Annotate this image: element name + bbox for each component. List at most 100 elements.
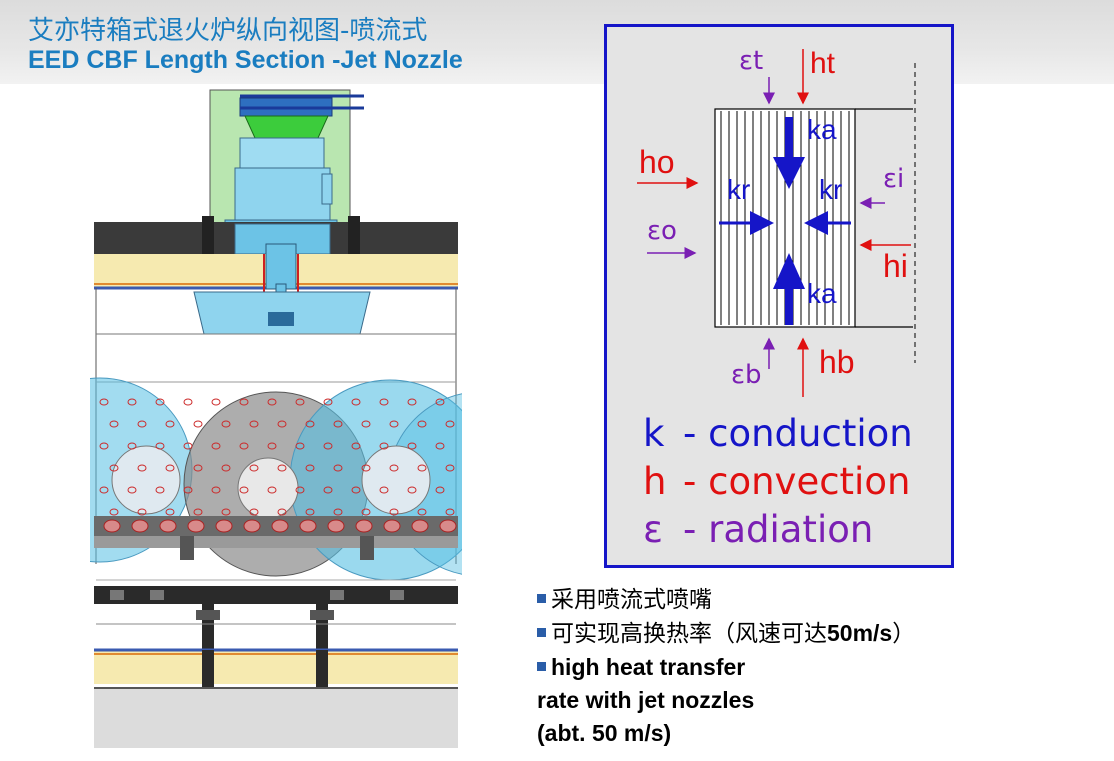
nozzle-dot xyxy=(351,398,361,406)
label-k-axial-bottom: ka xyxy=(807,278,837,309)
motor-body xyxy=(239,137,325,169)
label-eps-outer: εo xyxy=(647,216,677,246)
nozzle-dot xyxy=(351,442,361,450)
label-h-outer: ho xyxy=(639,144,675,180)
nozzle-dot xyxy=(267,442,277,450)
page-title-english: EED CBF Length Section -Jet Nozzle xyxy=(28,46,463,74)
bullet-square-icon xyxy=(537,594,546,603)
nozzle-dot xyxy=(221,420,231,428)
nozzle-dot xyxy=(109,508,119,516)
nozzle-dot xyxy=(295,398,305,406)
nozzle-dot xyxy=(445,464,455,472)
hearth-roller xyxy=(383,519,401,533)
nozzle-dot xyxy=(389,508,399,516)
nozzle-dot xyxy=(155,486,165,494)
nozzle-dot xyxy=(221,508,231,516)
nozzle-dot xyxy=(351,486,361,494)
nozzle-dot xyxy=(137,420,147,428)
legend-convection-symbol: h xyxy=(643,460,667,503)
nozzle-dot xyxy=(361,464,371,472)
hearth-roller xyxy=(103,519,121,533)
nozzle-dot xyxy=(323,486,333,494)
page-title-chinese: 艾亦特箱式退火炉纵向视图-喷流式 xyxy=(28,16,428,46)
nozzle-dot xyxy=(155,442,165,450)
bullet-item: high heat transfer xyxy=(537,651,1007,684)
hearth-roller xyxy=(439,519,457,533)
nozzle-dot xyxy=(193,508,203,516)
furnace-section-diagram xyxy=(90,89,462,748)
coil-bore xyxy=(361,445,431,515)
label-k-axial-top: ka xyxy=(807,114,837,145)
nozzle-dot xyxy=(239,442,249,450)
nozzle-dot xyxy=(127,398,137,406)
bullet-text-en-line3: (abt. 50 m/s) xyxy=(537,720,672,746)
heat-model-diagram: εt ht ho εo εi hi εb hb ka ka kr kr xyxy=(637,46,916,397)
bullet-text-en-line2: rate with jet nozzles xyxy=(537,687,755,713)
nozzle-dot xyxy=(323,398,333,406)
bullet-square-icon xyxy=(537,662,546,671)
legend-conduction: k - conduction xyxy=(643,412,913,455)
nozzle-dot xyxy=(305,464,315,472)
label-h-bottom: hb xyxy=(819,344,855,380)
legend-radiation-symbol: ε xyxy=(643,508,663,551)
floor-insulation xyxy=(94,650,458,684)
nozzle-dot xyxy=(277,508,287,516)
arrow-k-axial-bottom xyxy=(773,253,805,289)
nozzle-dot xyxy=(305,508,315,516)
label-k-radial-right: kr xyxy=(819,174,842,205)
coil-group xyxy=(90,377,462,581)
nozzle-dot xyxy=(249,420,259,428)
nozzle-dot xyxy=(165,420,175,428)
nozzle-dot xyxy=(239,486,249,494)
legend-radiation-text: - radiation xyxy=(683,508,874,551)
nozzle-dot xyxy=(407,486,417,494)
foundation xyxy=(94,688,458,748)
nozzle-dot xyxy=(183,486,193,494)
nozzle-dot xyxy=(193,464,203,472)
arrow-k-axial-top xyxy=(773,157,805,189)
hearth-roller xyxy=(187,519,205,533)
nozzle-dot xyxy=(127,486,137,494)
nozzle-dot xyxy=(277,464,287,472)
nozzle-dot xyxy=(379,486,389,494)
nozzle-dot xyxy=(277,420,287,428)
label-eps-bottom: εb xyxy=(731,360,762,390)
floor-beam xyxy=(94,586,458,604)
nozzle-dot xyxy=(445,508,455,516)
hearth-roller xyxy=(411,519,429,533)
legend-convection: h- convection xyxy=(643,460,910,503)
nozzle-dot xyxy=(305,420,315,428)
nozzle-dot xyxy=(137,464,147,472)
nozzle-dot xyxy=(333,508,343,516)
bullet-item: 可实现高换热率（风速可达50m/s） xyxy=(537,617,1007,651)
nozzle-dot xyxy=(193,420,203,428)
nozzle-dot xyxy=(435,442,445,450)
nozzle-dot xyxy=(221,464,231,472)
hearth-rollers xyxy=(103,519,457,533)
hearth-roller xyxy=(243,519,261,533)
nozzle-dot xyxy=(379,398,389,406)
nozzle-dot xyxy=(127,442,137,450)
nozzle-dot xyxy=(211,486,221,494)
nozzle-dot xyxy=(165,508,175,516)
hearth-roller xyxy=(131,519,149,533)
label-k-radial-left: kr xyxy=(727,174,750,205)
nozzle-dot xyxy=(435,398,445,406)
nozzle-dot xyxy=(435,486,445,494)
legend-conduction-text: - conduction xyxy=(683,412,913,455)
legend-conduction-symbol: k xyxy=(643,412,665,455)
hearth-roller xyxy=(271,519,289,533)
label-eps-top: εt xyxy=(739,46,763,76)
nozzle-dot xyxy=(165,464,175,472)
nozzle-dot xyxy=(389,420,399,428)
hearth-roller xyxy=(215,519,233,533)
heat-transfer-model: εt ht ho εo εi hi εb hb ka ka kr kr k - c… xyxy=(604,24,954,568)
hearth-roller xyxy=(355,519,373,533)
nozzle-dot xyxy=(155,398,165,406)
label-h-inner: hi xyxy=(883,248,908,284)
legend-radiation: ε - radiation xyxy=(643,508,873,551)
bullet-notes: 采用喷流式喷嘴 可实现高换热率（风速可达50m/s） high heat tra… xyxy=(537,584,1007,750)
nozzle-dot xyxy=(183,442,193,450)
nozzle-dot xyxy=(211,442,221,450)
hearth-roller xyxy=(327,519,345,533)
